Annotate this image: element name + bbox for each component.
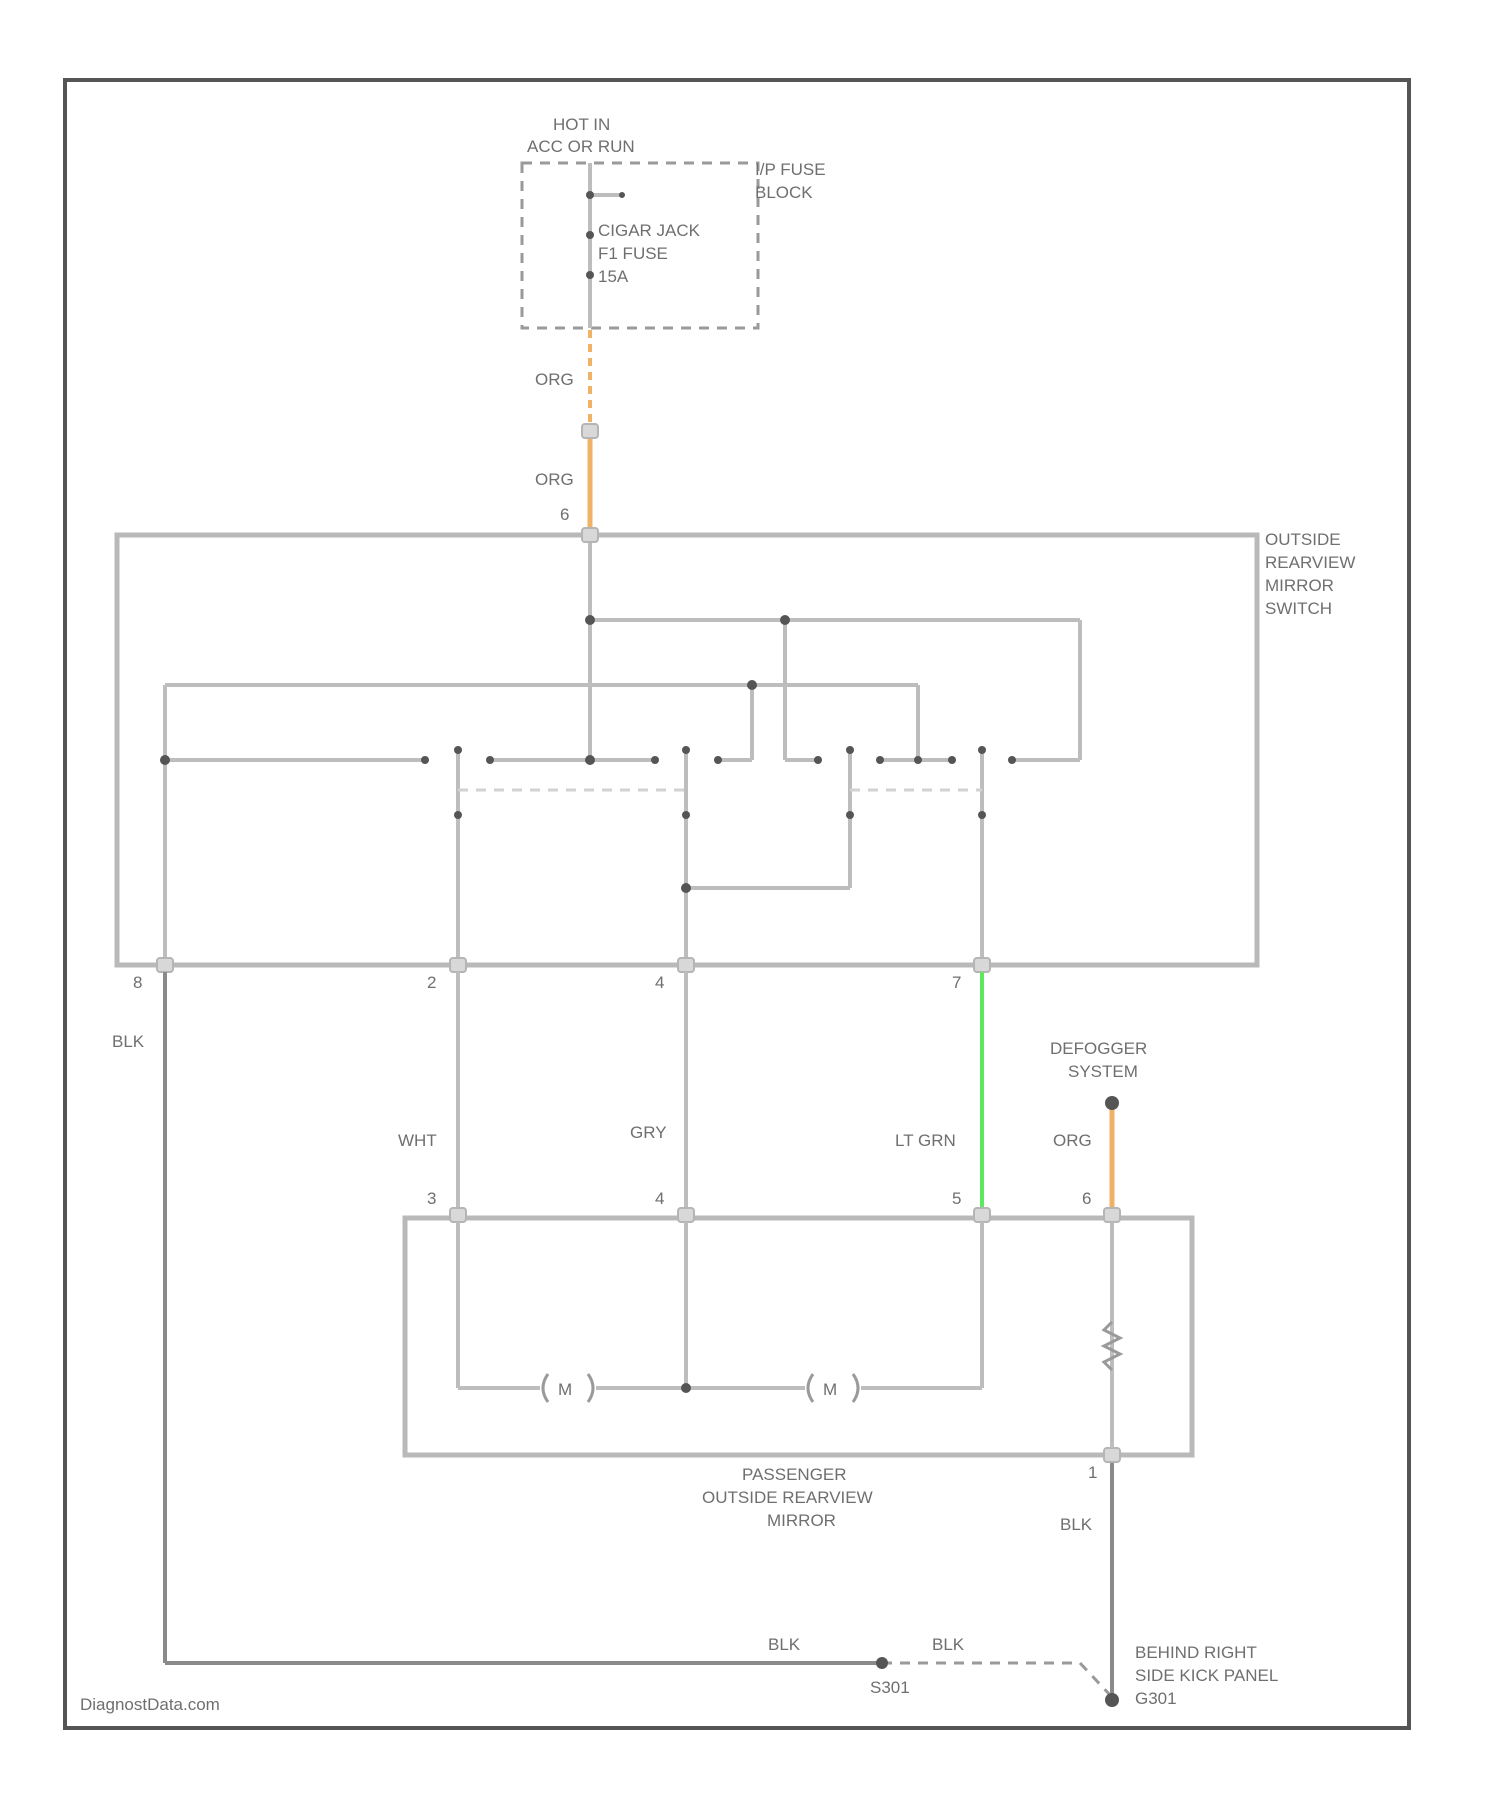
blk-wire-label-right: BLK: [1060, 1515, 1093, 1534]
blk-wire-label-left: BLK: [112, 1032, 145, 1051]
switch-internal-wiring: [165, 535, 1080, 965]
switch-label-2: REARVIEW: [1265, 553, 1355, 572]
passenger-mirror-box: [405, 1218, 1192, 1455]
blk-wire-label-bottom-2: BLK: [932, 1635, 965, 1654]
watermark: DiagnostData.com: [80, 1695, 220, 1714]
splice-s301: [876, 1657, 888, 1669]
fuse-node-1: [586, 191, 594, 199]
switch-label-3: MIRROR: [1265, 576, 1334, 595]
org-wire-label-upper: ORG: [535, 370, 574, 389]
fuse-label-3: 15A: [598, 267, 629, 286]
mirror-terminals: [450, 1208, 1120, 1462]
defogger-label-1: DEFOGGER: [1050, 1039, 1147, 1058]
mirror-pin-t3: 5: [952, 1189, 961, 1208]
switch-pin-top: 6: [560, 505, 569, 524]
fuse-label-2: F1 FUSE: [598, 244, 668, 263]
switch-terminals: [157, 528, 990, 972]
lt-grn-wire-label: LT GRN: [895, 1131, 956, 1150]
org-wire-label-lower: ORG: [535, 470, 574, 489]
mirror-pin-bottom: 1: [1088, 1463, 1097, 1482]
ground-g301: [1105, 1693, 1119, 1707]
gry-wire-label: GRY: [630, 1123, 667, 1142]
mirror-label-1: PASSENGER: [742, 1465, 847, 1484]
blk-wire-label-bottom-1: BLK: [768, 1635, 801, 1654]
mirror-motor-2: M: [808, 1374, 858, 1402]
inline-connector: [582, 424, 598, 438]
mirror-pin-t2: 4: [655, 1189, 664, 1208]
ground-label-3: G301: [1135, 1689, 1177, 1708]
switch-pin-b3: 4: [655, 973, 664, 992]
fuse-label-1: CIGAR JACK: [598, 221, 701, 240]
switch-label-4: SWITCH: [1265, 599, 1332, 618]
switch-pin-b2: 2: [427, 973, 436, 992]
org-defogger-wire-label: ORG: [1053, 1131, 1092, 1150]
fuse-node-4: [586, 271, 594, 279]
wht-wire-label: WHT: [398, 1131, 437, 1150]
defogger-node: [1105, 1096, 1119, 1110]
switch-pin-b4: 7: [952, 973, 961, 992]
ground-label-1: BEHIND RIGHT: [1135, 1643, 1257, 1662]
mirror-internal-wiring: [458, 1222, 1112, 1448]
mirror-label-3: MIRROR: [767, 1511, 836, 1530]
mirror-pin-t4: 6: [1082, 1189, 1091, 1208]
ground-label-2: SIDE KICK PANEL: [1135, 1666, 1278, 1685]
fuse-node-3: [586, 231, 594, 239]
switch-pin-b1: 8: [133, 973, 142, 992]
mirror-pin-t1: 3: [427, 1189, 436, 1208]
fuse-block-label-2: BLOCK: [755, 183, 813, 202]
defogger-label-2: SYSTEM: [1068, 1062, 1138, 1081]
fuse-node-2: [619, 192, 625, 198]
motor-2-symbol: M: [823, 1380, 837, 1399]
blk-ground-wire-diag: [1080, 1663, 1110, 1695]
power-source-label-1: HOT IN: [553, 115, 610, 134]
power-source-label-2: ACC OR RUN: [527, 137, 635, 156]
fuse-block-label-1: I/P FUSE: [755, 160, 826, 179]
mirror-motor-1: M: [543, 1374, 593, 1402]
mirror-label-2: OUTSIDE REARVIEW: [702, 1488, 873, 1507]
motor-1-symbol: M: [558, 1380, 572, 1399]
splice-label: S301: [870, 1678, 910, 1697]
switch-label-1: OUTSIDE: [1265, 530, 1341, 549]
